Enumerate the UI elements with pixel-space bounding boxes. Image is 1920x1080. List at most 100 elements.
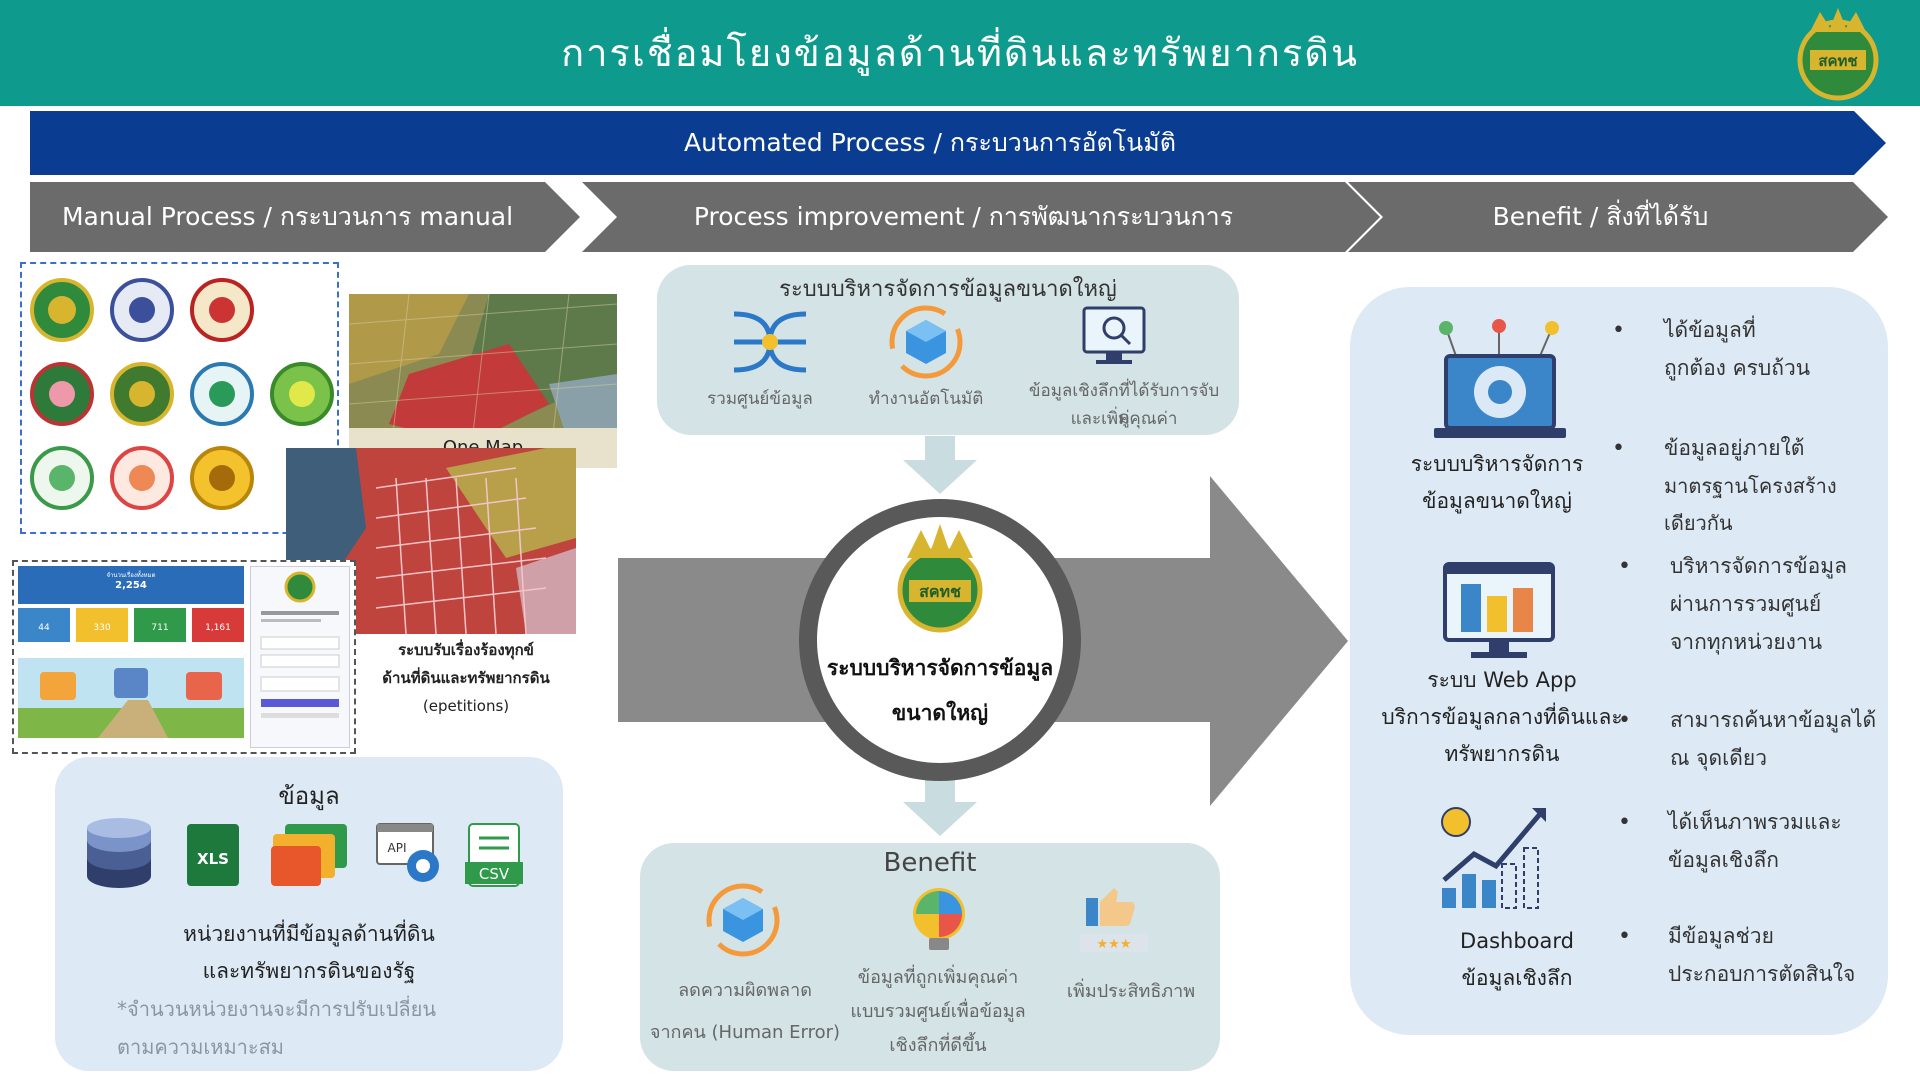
epetitions-login-panel: [250, 566, 350, 748]
bullet-dot: •: [1618, 924, 1631, 949]
bigdata-label-automation: ทำงานอัตโนมัติ: [868, 389, 984, 409]
bigdata-label-insight-1: ข้อมูลเชิงลึกที่ได้รับการจับคู่: [1028, 381, 1220, 428]
benefit-item-1-line-2: ถูกต้อง ครบถ้วน: [1664, 356, 1811, 380]
xls-icon: XLS: [187, 824, 239, 886]
benefit-item-6-line-1: มีข้อมูลช่วย: [1668, 924, 1774, 948]
cube-cycle-icon: [706, 883, 780, 957]
monitor-search-icon: [1082, 306, 1146, 364]
manual-band-label: Manual Process / กระบวนการ manual: [61, 202, 514, 231]
agency-logo: [110, 278, 174, 342]
benefit-label-efficiency: เพิ่มประสิทธิภาพ: [1066, 981, 1196, 1002]
benefit-item-3-line-1: บริหารจัดการข้อมูล: [1670, 554, 1847, 578]
xls-icon-label: XLS: [197, 850, 229, 868]
right-system-bigdata-1: ระบบบริหารจัดการ: [1410, 452, 1584, 476]
benefit-label-human-error-1: ลดความผิดพลาด: [678, 980, 812, 1001]
benefit-item-6-line-2: ประกอบการตัดสินใจ: [1668, 962, 1856, 986]
bullet-dot: •: [1618, 554, 1631, 579]
svg-text:★★★: ★★★: [1097, 937, 1132, 952]
center-title-1: ระบบบริหารจัดการข้อมูล: [826, 656, 1054, 680]
thumbs-up-stars-icon: ★★★: [1080, 888, 1148, 952]
agency-logo-icon: สคทช: [1797, 8, 1879, 101]
lightbulb-puzzle-icon: [913, 888, 965, 950]
benefit-item-2-line-2: มาตรฐานโครงสร้างเดียวกัน: [1664, 474, 1837, 535]
benefit-item-4-line-2: ณ จุดเดียว: [1670, 746, 1768, 770]
benefit-item-5-line-1: ได้เห็นภาพรวมและ: [1668, 810, 1842, 834]
dashboard-total-card: จำนวนเรื่องทั้งหมด 2,254: [18, 566, 244, 604]
benefit-item-5-line-2: ข้อมูลเชิงลึก: [1668, 848, 1779, 872]
data-panel-title: ข้อมูล: [278, 782, 340, 810]
webapp-monitor-icon: [1443, 562, 1555, 658]
api-gear-icon: API: [376, 823, 439, 882]
agency-logo: [190, 362, 254, 426]
benefit-label-value-2: แบบรวมศูนย์เพื่อข้อมูล: [850, 1001, 1026, 1022]
bigdata-label-centralize: รวมศูนย์ข้อมูล: [707, 389, 813, 409]
bullet-dot: •: [1618, 708, 1631, 733]
growth-chart-icon: [1441, 807, 1546, 909]
agency-logo: [270, 362, 334, 426]
down-arrow-top: [903, 436, 977, 494]
dashboard-total-value: 2,254: [115, 580, 147, 591]
page-title: การเชื่อมโยงข้อมูลด้านที่ดินและทรัพยากรด…: [561, 31, 1359, 75]
dashboard-total-label: จำนวนเรื่องทั้งหมด: [106, 572, 156, 579]
epetitions-caption-3: (epetitions): [422, 697, 510, 715]
csv-icon: CSV: [465, 823, 523, 887]
benefit-label-value-1: ข้อมูลที่ถูกเพิ่มคุณค่า: [857, 967, 1019, 988]
center-title-2: ขนาดใหญ่: [891, 701, 989, 725]
benefit-item-4-line-1: สามารถค้นหาข้อมูลได้: [1670, 708, 1877, 732]
automated-band: [30, 111, 1886, 175]
data-icons-row: XLS API CSV: [87, 818, 523, 888]
hub-icon: [733, 311, 807, 373]
benefit-panel: [640, 843, 1220, 1071]
agency-logos-grid: [20, 262, 339, 534]
right-system-webapp-1: ระบบ Web App: [1427, 668, 1577, 692]
right-system-webapp-3: ทรัพยากรดิน: [1444, 742, 1560, 766]
agency-logo: [110, 362, 174, 426]
epetitions-illustration: [18, 658, 244, 738]
benefit-item-2-line-1: ข้อมูลอยู่ภายใต้: [1664, 436, 1805, 460]
stat-card: 330: [76, 608, 128, 642]
right-system-dashboard-2: ข้อมูลเชิงลึก: [1461, 966, 1573, 990]
api-icon-label: API: [388, 841, 407, 855]
bullet-dot: •: [1618, 810, 1631, 835]
agency-logo: [190, 278, 254, 342]
data-note-2: ตามความเหมาะสม: [117, 1035, 284, 1059]
epetitions-caption-2: ด้านที่ดินและทรัพยากรดิน: [382, 669, 550, 687]
stat-card: 1,161: [192, 608, 244, 642]
epetitions-caption-1: ระบบรับเรื่องร้องทุกข์: [398, 641, 534, 659]
agency-logo: [30, 278, 94, 342]
right-system-webapp-2: บริการข้อมูลกลางที่ดินและ: [1381, 705, 1623, 729]
benefit-label-value-3: เชิงลึกที่ดีขึ้น: [889, 1035, 987, 1056]
data-desc-2: และทรัพยากรดินของรัฐ: [202, 959, 416, 983]
improvement-band-label: Process improvement / การพัฒนากระบวนการ: [693, 202, 1234, 231]
center-logo-icon: สคทช: [897, 524, 983, 633]
stat-card: 711: [134, 608, 186, 642]
benefit-label-human-error-2: จากคน (Human Error): [649, 1022, 841, 1043]
agency-logo: [110, 446, 174, 510]
benefit-band-label: Benefit / สิ่งที่ได้รับ: [1492, 202, 1709, 231]
benefit-item-3-line-2: ผ่านการรวมศูนย์: [1670, 592, 1822, 616]
data-note-1: *จำนวนหน่วยงานจะมีการปรับเปลี่ยน: [117, 997, 437, 1021]
agency-logo: [190, 446, 254, 510]
down-arrow-bottom: [903, 778, 977, 836]
center-logo-text: สคทช: [919, 582, 961, 601]
stat-card: 44: [18, 608, 70, 642]
agency-logo: [30, 362, 94, 426]
agency-logo: [30, 446, 94, 510]
center-circle: [799, 499, 1081, 781]
data-desc-1: หน่วยงานที่มีข้อมูลด้านที่ดิน: [183, 922, 435, 946]
onemap-image: [349, 294, 617, 468]
folders-icon: [271, 824, 347, 886]
right-benefit-panel: [1350, 287, 1888, 1035]
header-bar: [0, 0, 1920, 106]
laptop-gear-icon: [1434, 319, 1566, 438]
bullet-dot: •: [1612, 436, 1625, 461]
cube-cycle-icon: [889, 305, 963, 379]
right-system-bigdata-2: ข้อมูลขนาดใหญ่: [1422, 489, 1572, 513]
right-system-dashboard-1: Dashboard: [1460, 929, 1574, 953]
csv-icon-label: CSV: [479, 865, 510, 883]
agency-logo-text: สคทช: [1818, 52, 1857, 70]
bigdata-panel-title: ระบบบริหารจัดการข้อมูลขนาดใหญ่: [779, 277, 1117, 302]
benefit-item-1-line-1: ได้ข้อมูลที่: [1664, 318, 1756, 342]
database-icon: [87, 818, 151, 888]
benefit-item-3-line-3: จากทุกหน่วยงาน: [1670, 630, 1823, 654]
